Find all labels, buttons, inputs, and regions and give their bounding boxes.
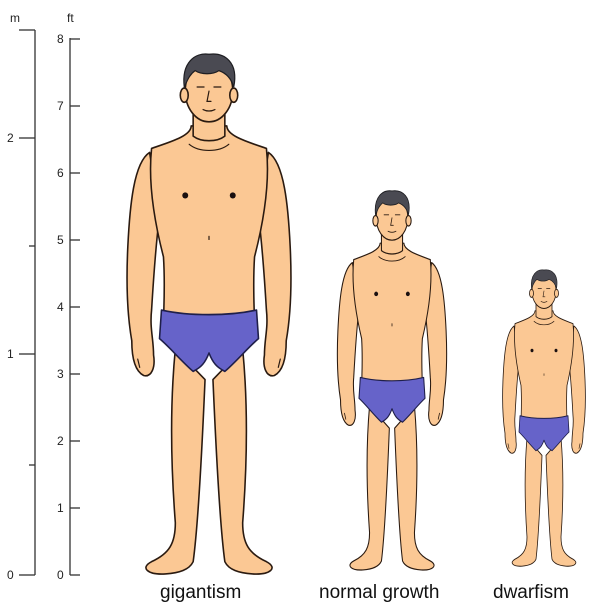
imperial-tick-label: 0	[57, 568, 64, 582]
metric-tick-label: 2	[7, 131, 14, 145]
imperial-tick-label: 3	[57, 367, 64, 381]
caption-dwarfism: dwarfism	[493, 582, 569, 603]
imperial-tick-label: 5	[57, 233, 64, 247]
imperial-tick-label: 7	[57, 99, 64, 113]
imperial-unit-label: ft	[67, 11, 74, 25]
caption-gigantism: gigantism	[160, 582, 241, 603]
imperial-tick-label: 6	[57, 166, 64, 180]
metric-tick-label: 1	[7, 347, 14, 361]
height-scale: m ft 0 1 2 0 1 2 3 4 5 6 7	[7, 11, 80, 582]
metric-unit-label: m	[10, 11, 20, 25]
imperial-tick-label: 1	[57, 501, 64, 515]
metric-tick-label: 0	[7, 568, 14, 582]
imperial-tick-label: 2	[57, 434, 64, 448]
figure-gigantism	[127, 54, 291, 574]
imperial-tick-label: 8	[57, 32, 64, 46]
imperial-tick-label: 4	[57, 300, 64, 314]
figure-dwarfism	[503, 270, 586, 566]
figure-normal-growth	[337, 191, 446, 570]
imperial-ticks	[70, 39, 80, 575]
caption-normal-growth: normal growth	[319, 582, 439, 603]
